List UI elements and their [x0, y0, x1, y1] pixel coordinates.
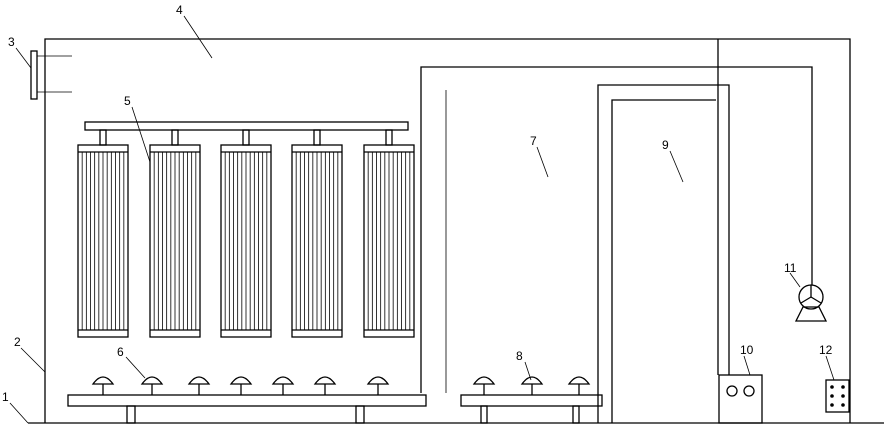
mushroom-1 [91, 376, 115, 395]
inner-partition-7 [420, 66, 813, 393]
mushroom-cap [472, 376, 496, 385]
mushroom-7 [366, 376, 390, 395]
label-1: 1 [2, 390, 9, 404]
leader-1 [9, 402, 29, 424]
lamp-body [291, 144, 343, 338]
lamp-connector [242, 129, 250, 146]
leader-10 [743, 355, 751, 376]
right-table-leg-2 [572, 405, 580, 424]
leader-2 [20, 347, 46, 373]
mushroom-5 [271, 376, 295, 395]
fan-blade-3 [810, 296, 822, 304]
left-table-leg-1 [126, 405, 136, 424]
mushroom-4 [229, 376, 253, 395]
lamp-tube-5 [363, 129, 415, 338]
control-box-knob-right [743, 385, 755, 397]
mushroom-2 [140, 376, 164, 395]
mushroom-cap [140, 376, 164, 385]
mushroom-cap [313, 376, 337, 385]
control-box [718, 374, 763, 424]
label-6: 6 [117, 345, 124, 359]
mushroom-8 [472, 376, 496, 395]
lamp-tube-4 [291, 129, 343, 338]
label-2: 2 [14, 335, 21, 349]
leader-5 [131, 106, 151, 163]
socket-hole-3 [830, 394, 834, 398]
mushroom-3 [187, 376, 211, 395]
right-table-top [460, 394, 603, 407]
label-5: 5 [124, 94, 131, 108]
mushroom-cap [366, 376, 390, 385]
mushroom-cap [91, 376, 115, 385]
leader-4 [183, 15, 213, 59]
mushroom-10 [567, 376, 591, 395]
lamp-body [363, 144, 415, 338]
mushroom-9 [520, 376, 544, 395]
socket-hole-5 [830, 403, 834, 407]
lamp-tube-array [77, 129, 415, 338]
lamp-connector [385, 129, 393, 146]
control-box-knob-left [726, 385, 738, 397]
lamp-connector [313, 129, 321, 146]
leader-11 [789, 272, 801, 288]
mushroom-cap [520, 376, 544, 385]
label-12: 12 [819, 343, 833, 357]
main-chamber-outline [44, 38, 851, 423]
left-table-top [67, 394, 427, 407]
mushroom-cap [271, 376, 295, 385]
label-4: 4 [176, 3, 183, 17]
mushroom-cap [229, 376, 253, 385]
leader-9 [669, 150, 684, 183]
mushroom-cap [187, 376, 211, 385]
socket-hole-6 [841, 403, 845, 407]
lamp-tube-2 [149, 129, 201, 338]
lamp-connector [99, 129, 107, 146]
leader-12 [825, 355, 835, 381]
right-table-leg-1 [480, 405, 488, 424]
lamp-support-bar [84, 121, 409, 131]
mushroom-cap [567, 376, 591, 385]
lamp-connector [171, 129, 179, 146]
socket-hole-1 [830, 385, 834, 389]
leader-6 [125, 356, 146, 379]
label-11: 11 [784, 261, 797, 275]
label-7: 7 [530, 134, 537, 148]
wall-mounted-device [30, 50, 38, 100]
socket-hole-2 [841, 385, 845, 389]
label-8: 8 [516, 349, 523, 363]
leader-7 [536, 146, 549, 178]
chamber-9-inner [611, 99, 716, 423]
mushroom-6 [313, 376, 337, 395]
leader-3 [15, 47, 32, 69]
socket-hole-4 [841, 394, 845, 398]
label-3: 3 [8, 35, 15, 49]
label-10: 10 [740, 343, 754, 357]
leader-8 [524, 361, 532, 381]
chamber-9-outer [597, 84, 730, 423]
lamp-body [77, 144, 129, 338]
lamp-body [149, 144, 201, 338]
lamp-body [220, 144, 272, 338]
left-table-leg-2 [355, 405, 365, 424]
socket-panel [825, 379, 850, 413]
label-9: 9 [662, 138, 669, 152]
fan-base [794, 306, 828, 322]
lamp-tube-1 [77, 129, 129, 338]
mushroom-row [91, 376, 591, 395]
fan-blade-2 [800, 296, 812, 304]
lamp-tube-3 [220, 129, 272, 338]
